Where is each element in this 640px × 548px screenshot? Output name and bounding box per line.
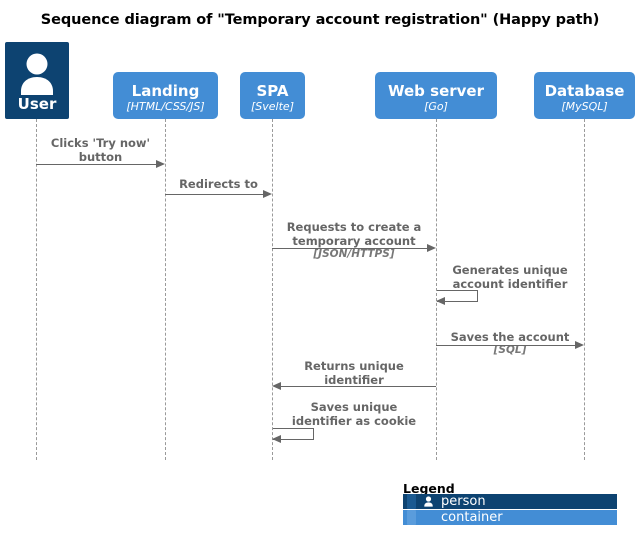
message-arrow-m5 <box>436 345 575 346</box>
message-label-m7: Saves unique identifier as cookie <box>291 400 417 428</box>
message-label-m6: Returns unique identifier <box>304 359 404 387</box>
message-arrow-m1 <box>36 164 156 165</box>
message-arrowhead-m1 <box>156 160 165 168</box>
message-label-m1: Clicks 'Try now' button <box>50 136 151 164</box>
participant-webserver[interactable]: Web server [Go] <box>375 72 497 119</box>
participant-user[interactable]: User <box>5 42 69 119</box>
legend-swatch-container <box>407 510 416 525</box>
message-label-m3-text: Requests to create a temporary account <box>286 220 422 248</box>
lifeline-database <box>584 119 585 460</box>
message-label-m5-text: Saves the account <box>450 330 570 344</box>
person-icon <box>21 53 53 95</box>
lifeline-landing <box>165 119 166 460</box>
message-label-m3: Requests to create a temporary account [… <box>272 206 436 275</box>
participant-database[interactable]: Database [MySQL] <box>534 72 635 119</box>
participant-spa-tech: [Svelte] <box>251 100 294 113</box>
lifeline-user <box>36 119 37 460</box>
message-arrow-m6 <box>281 386 436 387</box>
message-arrowhead-m7 <box>272 435 281 443</box>
message-tech-m5: [SQL] <box>493 344 527 356</box>
participant-database-label: Database <box>544 82 625 100</box>
message-arrow-m2 <box>165 194 263 195</box>
participant-spa-label: SPA <box>256 82 289 100</box>
legend-label-container: container <box>441 510 503 525</box>
participant-landing-tech: [HTML/CSS/JS] <box>126 100 205 113</box>
page-title: Sequence diagram of "Temporary account r… <box>40 12 600 28</box>
participant-spa[interactable]: SPA [Svelte] <box>240 72 305 119</box>
legend-label-person: person <box>441 494 486 509</box>
message-label-m5: Saves the account [SQL] <box>436 316 584 371</box>
legend-swatch-person <box>407 494 416 509</box>
participant-database-tech: [MySQL] <box>561 100 608 113</box>
person-icon <box>421 496 435 507</box>
legend-title: Legend <box>403 481 455 496</box>
message-arrowhead-m4 <box>436 297 445 305</box>
message-label-m4: Generates unique account identifier <box>452 263 568 291</box>
participant-webserver-label: Web server <box>388 82 484 100</box>
participant-webserver-tech: [Go] <box>424 100 448 113</box>
message-arrowhead-m3 <box>427 244 436 252</box>
participant-landing-label: Landing <box>131 82 200 100</box>
message-arrowhead-m5 <box>575 341 584 349</box>
message-selfloop-m4 <box>437 290 478 302</box>
lifeline-webserver <box>436 119 437 460</box>
message-arrow-m3 <box>272 248 427 249</box>
message-arrowhead-m2 <box>263 190 272 198</box>
message-arrowhead-m6 <box>272 382 281 390</box>
participant-landing[interactable]: Landing [HTML/CSS/JS] <box>113 72 218 119</box>
message-tech-m3: [JSON/HTTPS] <box>313 248 395 260</box>
message-selfloop-m7 <box>273 428 314 440</box>
lifeline-spa <box>272 119 273 460</box>
message-label-m2: Redirects to <box>179 177 258 191</box>
legend-item-container[interactable]: container <box>403 510 617 525</box>
legend-item-person[interactable]: person <box>403 494 617 509</box>
participant-user-label: User <box>17 95 57 113</box>
